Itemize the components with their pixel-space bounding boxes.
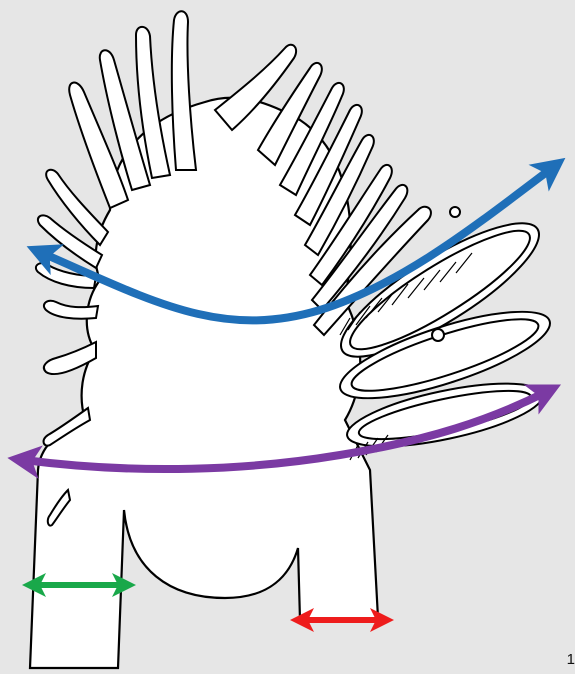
- page-number: 1: [567, 651, 575, 668]
